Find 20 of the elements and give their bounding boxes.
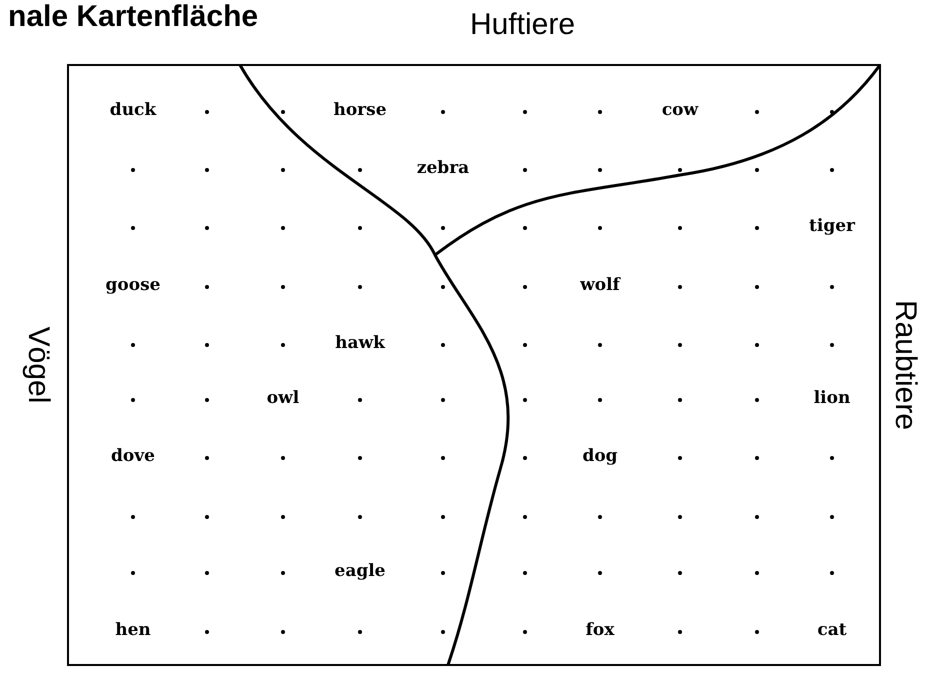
region-label: Huftiere bbox=[470, 8, 576, 42]
animal-label: cat bbox=[817, 620, 847, 640]
animal-label: hen bbox=[115, 620, 151, 640]
region-label: Raubtiere bbox=[888, 300, 922, 430]
animal-label: hawk bbox=[335, 333, 385, 353]
animal-label: owl bbox=[266, 388, 300, 408]
region-label: Vögel bbox=[21, 326, 55, 404]
animal-label: eagle bbox=[334, 561, 386, 581]
animal-label: duck bbox=[110, 100, 156, 120]
animal-label: horse bbox=[333, 100, 387, 120]
animal-label: fox bbox=[586, 620, 614, 640]
animal-label: wolf bbox=[580, 275, 620, 295]
animal-label: dog bbox=[582, 446, 618, 466]
map-title: nale Kartenfläche bbox=[8, 0, 258, 34]
animal-label: goose bbox=[106, 275, 160, 295]
animal-label: cow bbox=[662, 100, 698, 120]
animal-label: zebra bbox=[416, 158, 470, 178]
animal-label: tiger bbox=[809, 216, 855, 236]
animal-label: dove bbox=[111, 446, 155, 466]
animal-label: lion bbox=[814, 388, 850, 408]
